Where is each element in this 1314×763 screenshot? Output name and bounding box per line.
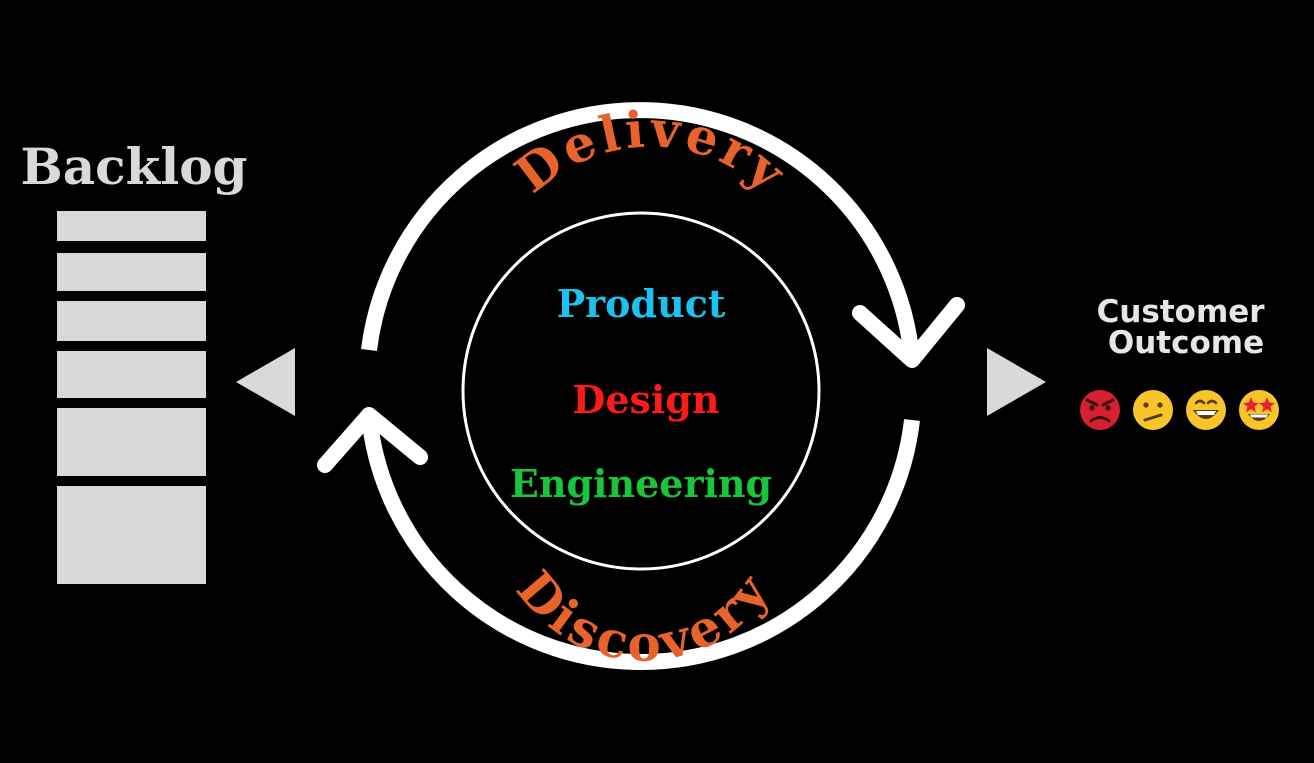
backlog-item [57,253,206,291]
team-circle [461,211,821,571]
discovery-label: Discovery [505,559,782,672]
delivery-arrowhead-icon [852,297,965,368]
backlog-item [57,211,206,241]
backlog-item [57,301,206,341]
backlog-item [57,351,206,398]
right-arrow-icon [987,348,1046,416]
role-engineering: Engineering [510,461,772,506]
discovery-label-text: Discovery [505,559,778,672]
confused-face-icon [1133,390,1173,430]
angry-face-icon [1080,390,1120,430]
customer-outcome-title: Customer Outcome [1097,294,1276,361]
discovery-arc [361,414,920,670]
backlog-title: Backlog [20,137,247,196]
satisfaction-scale [1080,390,1279,430]
grinning-face-icon [1186,390,1226,430]
backlog-stack [57,211,206,584]
discovery-arrowhead-icon [317,407,428,473]
star-struck-face-icon [1239,390,1279,430]
customer-outcome-line1: Customer [1097,294,1266,330]
role-product: Product [557,281,726,326]
left-arrow-icon [236,348,295,416]
role-design: Design [572,377,719,422]
backlog-item [57,486,206,584]
backlog-item [57,408,206,476]
customer-outcome-line2: Outcome [1108,325,1264,361]
delivery-arc [361,102,920,361]
